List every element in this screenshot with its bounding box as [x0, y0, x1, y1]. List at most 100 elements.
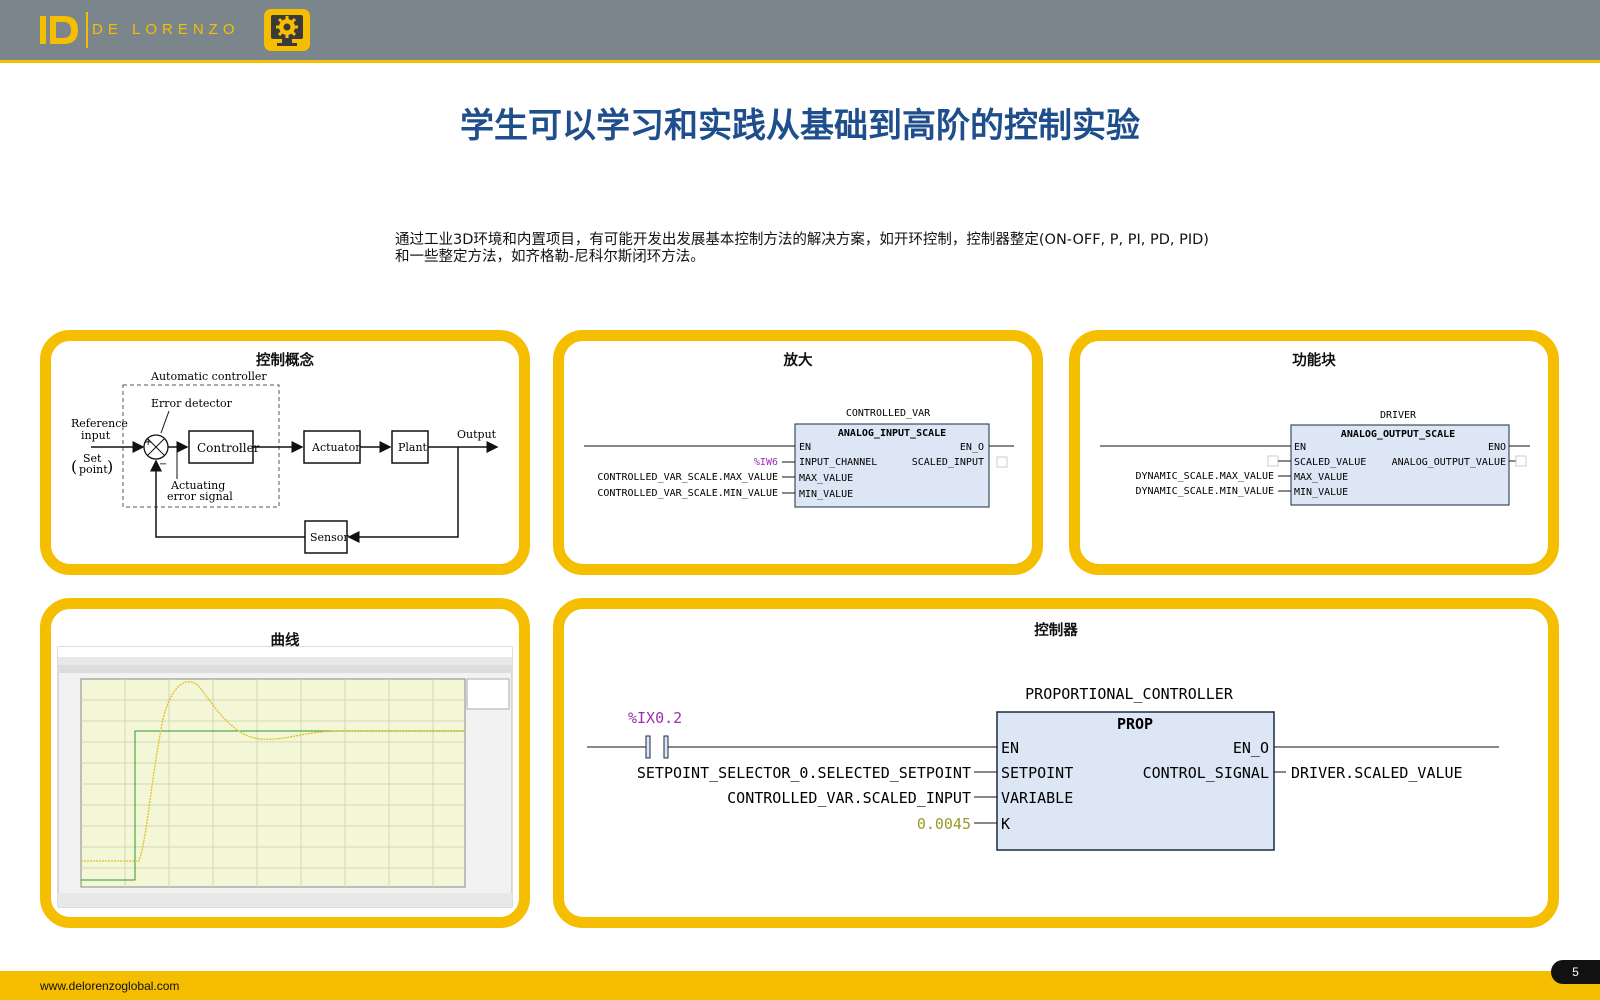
- label-reference-input-2: input: [81, 429, 111, 442]
- curve-setpoint-line: [81, 730, 465, 881]
- label-actuating-1: Actuating: [170, 479, 225, 492]
- fb-wire-label-max: DYNAMIC_SCALE.MAX_VALUE: [1136, 471, 1274, 482]
- scale-block: [794, 423, 990, 508]
- card-control-concept: 控制概念 Automatic controller Error detector…: [40, 330, 530, 575]
- page-title: 学生可以学习和实践从基础到高阶的控制实验: [460, 106, 1140, 146]
- output-function-block-diagram: DRIVER ANALOG_OUTPUT_SCALE EN ENO SCALED…: [1100, 410, 1530, 506]
- controller-wire-label-variable: CONTROLLED_VAR.SCALED_INPUT: [727, 789, 971, 807]
- paren-right: ): [107, 457, 113, 476]
- curve-app-toolbar: [58, 665, 512, 673]
- controller-block: [996, 711, 1275, 851]
- fb-block: [1290, 424, 1510, 506]
- curve-plot-area: [80, 678, 466, 888]
- fb-pin-eno: ENO: [1488, 442, 1506, 453]
- scale-pin-eno: EN_O: [960, 442, 984, 453]
- paren-left: (: [71, 457, 77, 476]
- label-set-point-2: point: [79, 463, 108, 476]
- controller-pin-eno: EN_O: [1233, 739, 1269, 757]
- card-curve: 曲线: [40, 598, 530, 928]
- summing-cross-2: [147, 438, 165, 456]
- fb-wire-label-min: DYNAMIC_SCALE.MIN_VALUE: [1136, 486, 1274, 497]
- gear-screen-icon: [264, 9, 310, 51]
- feedback-to-junction: [150, 459, 305, 538]
- scale-output-box: [996, 456, 1008, 468]
- contact-bar-left: [645, 735, 651, 759]
- scale-wire-label-iw6: %IW6: [754, 457, 778, 468]
- card-title-controller: 控制器: [1034, 623, 1078, 639]
- curve-response-line: [81, 681, 465, 862]
- card-title-function-block: 功能块: [1292, 353, 1336, 369]
- scale-wire-label-max: CONTROLLED_VAR_SCALE.MAX_VALUE: [597, 472, 778, 483]
- fb-pin-scaled-value: SCALED_VALUE: [1294, 457, 1366, 468]
- block-actuator: [303, 430, 361, 464]
- logo-separator: [86, 12, 88, 48]
- curve-screenshot: [57, 646, 513, 908]
- controller-instance-name: PROPORTIONAL_CONTROLLER: [1025, 685, 1234, 703]
- scale-function-block-diagram: CONTROLLED_VAR ANALOG_INPUT_SCALE EN EN_…: [584, 408, 1014, 508]
- curve-legend: [466, 678, 510, 710]
- label-plant: Plant: [398, 441, 428, 454]
- card-title-scale: 放大: [783, 353, 813, 369]
- footer-bar: [0, 971, 1600, 1000]
- label-error-detector: Error detector: [151, 397, 233, 410]
- header-accent-line: [0, 60, 1600, 63]
- control-block-diagram: Automatic controller Error detector Refe…: [71, 370, 499, 554]
- fb-output-box: [1515, 455, 1527, 467]
- block-plant: [391, 430, 429, 464]
- scale-block-name: ANALOG_INPUT_SCALE: [838, 428, 946, 439]
- label-automatic-controller: Automatic controller: [150, 370, 267, 383]
- controller-contact-label: %IX0.2: [628, 709, 682, 727]
- label-controller: Controller: [197, 441, 260, 455]
- controller-wire-label-output: DRIVER.SCALED_VALUE: [1291, 764, 1463, 782]
- label-plus: +: [144, 437, 152, 448]
- controller-wire-label-k: 0.0045: [917, 815, 971, 833]
- card-controller: 控制器 PROPORTIONAL_CONTROLLER PROP %IX0.2 …: [553, 598, 1559, 928]
- card-title-control-concept: 控制概念: [256, 353, 314, 369]
- scale-pin-max: MAX_VALUE: [799, 473, 853, 484]
- card-title-curve: 曲线: [270, 633, 300, 649]
- controller-pin-variable: VARIABLE: [1001, 789, 1073, 807]
- scale-pin-input-channel: INPUT_CHANNEL: [799, 457, 877, 468]
- curve-app-titlebar: [58, 647, 512, 657]
- fb-instance-name: DRIVER: [1380, 410, 1417, 421]
- feedback-to-sensor: [347, 447, 459, 543]
- error-detector-pointer: [160, 410, 170, 434]
- scale-pin-min: MIN_VALUE: [799, 489, 853, 500]
- controller-pin-k: K: [1001, 815, 1010, 833]
- description-text: 通过工业3D环境和内置项目，有可能开发出发展基本控制方法的解决方案，如开环控制，…: [395, 232, 1209, 265]
- footer-website-link[interactable]: www.delorenzoglobal.com: [40, 979, 180, 993]
- de-lorenzo-logo-icon: [40, 16, 78, 44]
- label-actuator: Actuator: [311, 441, 361, 454]
- brand-name: DE LORENZO: [92, 21, 240, 38]
- scale-wire-label-min: CONTROLLED_VAR_SCALE.MIN_VALUE: [597, 488, 778, 499]
- card-scale: 放大 CONTROLLED_VAR ANALOG_INPUT_SCALE EN …: [553, 330, 1043, 575]
- label-actuating-2: error signal: [167, 490, 233, 503]
- curve-grid: [81, 679, 465, 887]
- controller-pin-en: EN: [1001, 739, 1019, 757]
- scale-pin-scaled-input: SCALED_INPUT: [912, 457, 984, 468]
- automatic-controller-boundary: [122, 384, 280, 508]
- fb-pin-max: MAX_VALUE: [1294, 472, 1348, 483]
- block-controller: [188, 430, 254, 464]
- fb-block-name: ANALOG_OUTPUT_SCALE: [1341, 429, 1455, 440]
- controller-wire-label-setpoint: SETPOINT_SELECTOR_0.SELECTED_SETPOINT: [637, 764, 971, 782]
- card-function-block: 功能块 DRIVER ANALOG_OUTPUT_SCALE EN ENO SC…: [1069, 330, 1559, 575]
- label-sensor: Sensor: [310, 531, 349, 544]
- scale-instance-name: CONTROLLED_VAR: [846, 408, 931, 419]
- fb-pin-en: EN: [1294, 442, 1306, 453]
- controller-pin-control-signal: CONTROL_SIGNAL: [1143, 764, 1269, 782]
- header-bar: [0, 0, 1600, 60]
- label-reference-input-1: Reference: [71, 417, 128, 430]
- label-minus: −: [159, 459, 167, 470]
- curve-app-menubar: [58, 657, 512, 665]
- controller-function-block-diagram: PROPORTIONAL_CONTROLLER PROP %IX0.2 EN E…: [587, 685, 1499, 851]
- label-output: Output: [457, 428, 497, 441]
- controller-pin-setpoint: SETPOINT: [1001, 764, 1073, 782]
- controller-block-name: PROP: [1117, 715, 1153, 733]
- contact-bar-right: [663, 735, 669, 759]
- page-number: 5: [1551, 960, 1600, 984]
- fb-pin-analog-output: ANALOG_OUTPUT_VALUE: [1392, 457, 1506, 468]
- label-set-point-1: Set: [83, 452, 102, 465]
- fb-input-box: [1267, 455, 1279, 467]
- curve-app-statusbar: [58, 893, 512, 907]
